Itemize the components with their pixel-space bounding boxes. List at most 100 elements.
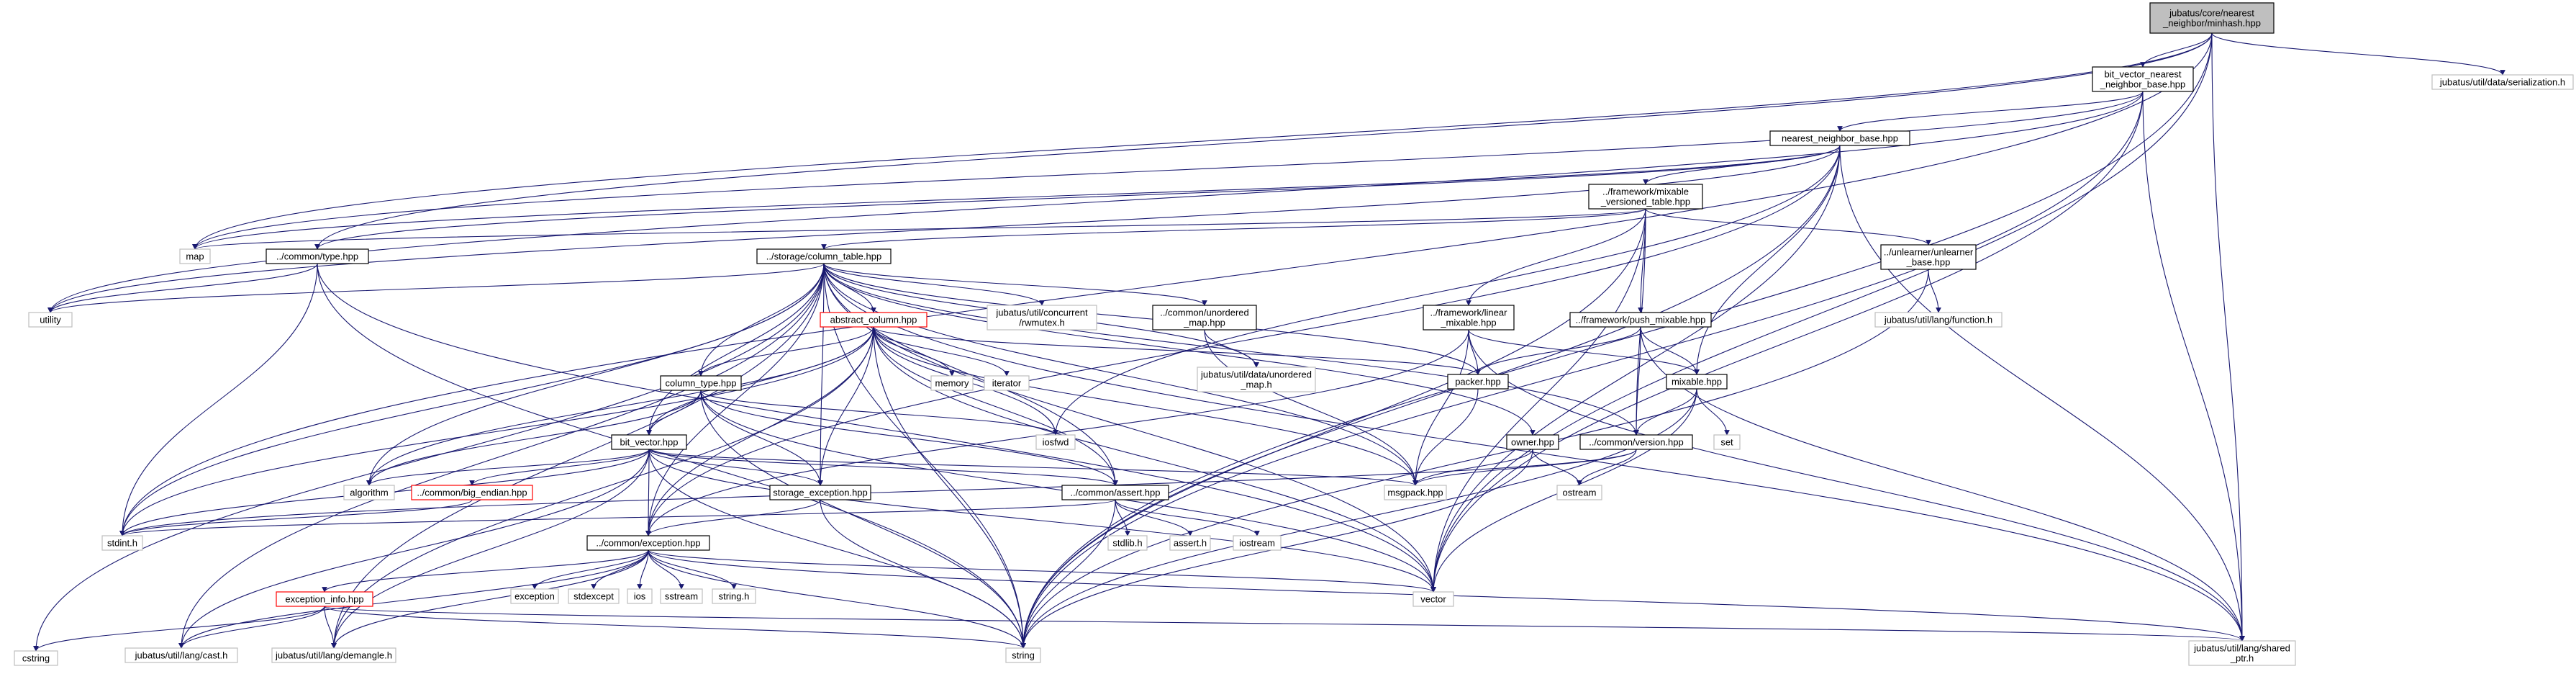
node-box: [1233, 535, 1282, 551]
edge-common-exception-to-string: [648, 549, 1026, 649]
edge-storage-exception-to-string: [820, 499, 1026, 649]
node-label: ../common/big_endian.hpp: [417, 487, 527, 498]
edge-linear-mixable-to-shared-ptr: [1468, 329, 2245, 642]
edge-column-table-to-msgpack: [823, 263, 1418, 486]
node-label: ../framework/mixable: [1602, 187, 1689, 197]
node-serialization: jubatus/util/data/serialization.h: [2431, 74, 2574, 90]
node-box: [930, 375, 974, 391]
node-label: jubatus/util/concurrent: [995, 307, 1088, 318]
node-label: map: [186, 251, 204, 262]
node-label: storage_exception.hpp: [773, 487, 868, 498]
edge-common-version-to-msgpack: [1412, 449, 1637, 486]
node-label: exception: [514, 591, 555, 602]
edge-abstract-column-to-packer: [873, 326, 1481, 375]
node-unordered-map-hpp[interactable]: ../common/unordered_map.hpp: [1152, 305, 1257, 331]
node-bit-vector[interactable]: bit_vector.hpp: [611, 434, 687, 450]
edge-push-mixable-to-common-version: [1633, 326, 1641, 436]
node-box: [568, 588, 620, 604]
edge-column-table-to-column-type: [698, 263, 825, 377]
node-owner[interactable]: owner.hpp: [1506, 434, 1559, 450]
edge-column-table-to-stdint: [119, 263, 825, 536]
node-packer[interactable]: packer.hpp: [1447, 374, 1509, 390]
node-box: [1061, 485, 1169, 500]
node-column-table[interactable]: ../storage/column_table.hpp: [756, 248, 892, 264]
edge-common-exception-to-exception: [532, 549, 649, 590]
edge-linear-mixable-to-mixable: [1468, 329, 1700, 375]
node-big-endian[interactable]: ../common/big_endian.hpp: [411, 485, 533, 500]
node-shared-ptr: jubatus/util/lang/shared_ptr.h: [2188, 640, 2296, 666]
edge-column-table-to-owner: [823, 263, 1536, 436]
node-label: /rwmutex.h: [1019, 318, 1065, 328]
edge-column-table-to-cstring: [33, 263, 825, 652]
node-string-h: string.h: [712, 588, 756, 604]
node-common-type[interactable]: ../common/type.hpp: [266, 248, 369, 264]
node-label: iosfwd: [1043, 437, 1069, 448]
node-box: [1556, 485, 1602, 500]
node-label: utility: [40, 315, 61, 325]
edge-column-table-to-rwmutex: [823, 263, 1045, 306]
node-storage-exception[interactable]: storage_exception.hpp: [769, 485, 871, 500]
node-box: [1874, 312, 2003, 328]
edge-exception-info-to-string: [324, 606, 1026, 649]
node-exception: exception: [510, 588, 559, 604]
node-label: _map.h: [1240, 379, 1271, 390]
edge-layer: [33, 32, 2505, 652]
node-label: jubatus/util/lang/demangle.h: [275, 650, 392, 661]
edge-column-table-to-demangle: [331, 263, 825, 649]
edge-nnb-to-vector: [1430, 145, 1841, 593]
node-box: [1447, 374, 1509, 390]
edge-bit-vector-to-algorithm: [366, 449, 650, 486]
node-label: assert.h: [1174, 538, 1207, 549]
edge-common-exception-to-demangle: [331, 549, 649, 649]
edge-common-exception-to-ios: [637, 549, 649, 590]
node-stdint: stdint.h: [101, 535, 143, 551]
node-label: iostream: [1239, 538, 1275, 549]
node-common-assert[interactable]: ../common/assert.hpp: [1061, 485, 1169, 500]
node-box: [179, 248, 211, 264]
node-box: [2149, 2, 2275, 34]
edge-abstract-column-to-stdint: [119, 326, 874, 536]
node-nnb[interactable]: nearest_neighbor_base.hpp: [1769, 130, 1910, 146]
node-box: [2431, 74, 2574, 90]
node-string: string: [1005, 647, 1041, 663]
node-common-exception[interactable]: ../common/exception.hpp: [586, 535, 710, 551]
node-function-h: jubatus/util/lang/function.h: [1874, 312, 2003, 328]
node-iostream: iostream: [1233, 535, 1282, 551]
node-box: [124, 647, 238, 663]
edge-common-type-to-stdint: [119, 263, 318, 536]
node-box: [276, 591, 373, 607]
node-label: ../storage/column_table.hpp: [766, 251, 881, 262]
node-label: sstream: [665, 591, 698, 602]
node-bvnb[interactable]: bit_vector_nearest_neighbor_base.hpp: [2092, 66, 2194, 92]
node-box: [510, 588, 559, 604]
node-label: ../common/assert.hpp: [1071, 487, 1161, 498]
node-common-version[interactable]: ../common/version.hpp: [1579, 434, 1693, 450]
node-label: owner.hpp: [1511, 437, 1554, 448]
edge-mixable-to-string: [1020, 388, 1697, 649]
edge-common-assert-to-iostream: [1115, 499, 1260, 536]
node-unlearner[interactable]: ../unlearner/unlearner_base.hpp: [1880, 244, 1977, 270]
node-push-mixable[interactable]: ../framework/push_mixable.hpp: [1569, 312, 1712, 328]
node-label: jubatus/util/lang/function.h: [1884, 315, 1992, 325]
edge-bvnb-to-nnb: [1837, 91, 2144, 132]
node-box: [1035, 434, 1076, 450]
edge-push-mixable-to-packer: [1475, 326, 1641, 375]
node-cstring: cstring: [14, 650, 58, 666]
node-mixable[interactable]: mixable.hpp: [1666, 374, 1728, 390]
edge-column-table-to-cast: [178, 263, 825, 649]
node-linear-mixable[interactable]: ../framework/linear_mixable.hpp: [1423, 305, 1515, 331]
edge-column-table-to-common-version: [823, 263, 1639, 436]
edge-mixable-vt-to-vector: [1430, 208, 1646, 593]
edge-abstract-column-to-demangle: [331, 326, 874, 649]
node-label: ../common/exception.hpp: [596, 538, 700, 549]
node-mixable-vt[interactable]: ../framework/mixable_versioned_table.hpp: [1588, 184, 1703, 210]
node-box: [1569, 312, 1712, 328]
node-abstract-column[interactable]: abstract_column.hpp: [820, 312, 928, 328]
node-exception-info[interactable]: exception_info.hpp: [276, 591, 373, 607]
node-root[interactable]: jubatus/core/nearest_neighbor/minhash.hp…: [2149, 2, 2275, 34]
node-column-type[interactable]: column_type.hpp: [660, 375, 742, 391]
edge-column-table-to-storage-exception: [817, 263, 825, 486]
edge-owner-to-msgpack: [1412, 449, 1533, 486]
edge-unlearner-to-string: [1020, 269, 1929, 649]
